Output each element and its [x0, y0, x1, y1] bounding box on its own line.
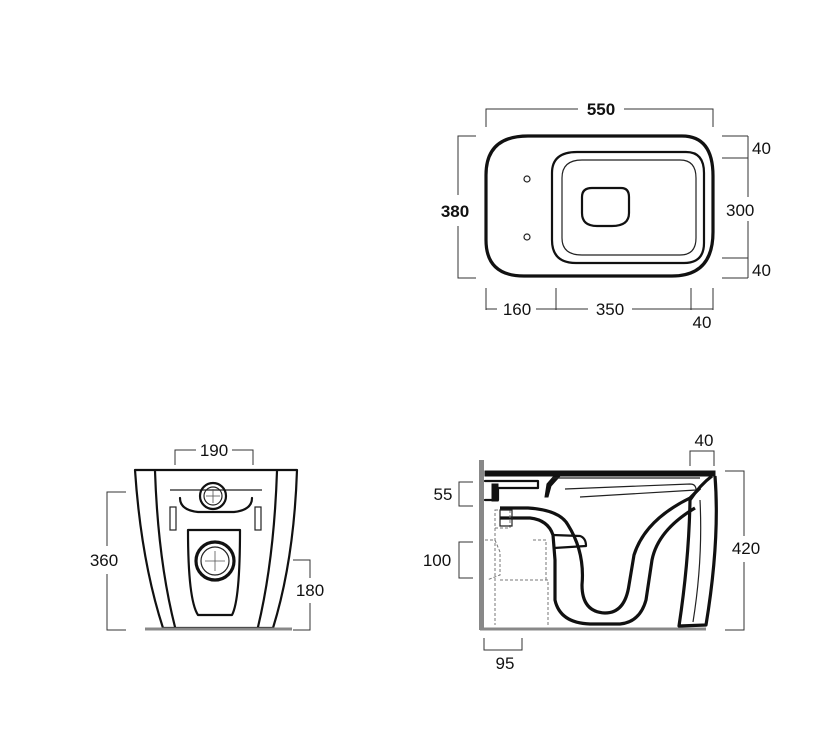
front-view-back-plate: [178, 496, 254, 514]
dim-label-380: 380: [441, 202, 469, 221]
dim-label-360: 360: [90, 551, 118, 570]
side-view-inlet-collar: [491, 483, 499, 502]
dim-label-100: 100: [423, 551, 451, 570]
dim-line-180-lower: [293, 603, 311, 631]
dim-line-420-lower: [725, 562, 745, 631]
side-view-trapway: [500, 486, 702, 615]
dim-line-190: [174, 449, 196, 465]
dim-label-550: 550: [587, 100, 615, 119]
front-view-outlet-inner: [200, 546, 230, 576]
dim-label-40-front: 40: [693, 313, 712, 332]
side-view-trap-inner: [500, 506, 696, 626]
side-view-hidden-outlet: [485, 539, 549, 625]
dim-label-350: 350: [596, 300, 624, 319]
dim-label-side-40: 40: [695, 431, 714, 450]
dim-line-380: [457, 135, 476, 195]
dim-label-40-bottom: 40: [752, 261, 771, 280]
top-view: 550 380 40 300 40 160 350 40: [441, 100, 771, 332]
top-view-fixing-hole-upper: [523, 175, 531, 183]
dim-label-420: 420: [732, 539, 760, 558]
top-view-outline: [484, 134, 715, 278]
dim-line-420: [725, 470, 745, 536]
dim-line-95: [483, 638, 523, 651]
dim-label-95: 95: [496, 654, 515, 673]
front-view-trap: [186, 528, 242, 617]
dim-line-100: [458, 541, 473, 579]
front-view-outer-body: [133, 468, 299, 630]
front-view-inlet-inner: [203, 486, 223, 506]
dim-line-55: [458, 481, 473, 507]
dim-line-180: [293, 559, 311, 578]
side-view-front-wall-inner: [692, 499, 702, 623]
dim-line-550: [485, 108, 578, 127]
dim-label-190: 190: [200, 441, 228, 460]
dim-line-380-lower: [457, 226, 476, 279]
side-view-wall: [479, 460, 484, 630]
dim-line-550-right: [624, 108, 714, 127]
front-view-inlet-outer: [198, 481, 228, 511]
front-view-outlet-outer: [194, 540, 236, 582]
side-view-inlet-mark: [499, 509, 513, 527]
top-view-bowl-outer: [550, 150, 706, 265]
dim-line-side-40: [689, 450, 715, 466]
front-view-right-body-line: [256, 469, 279, 629]
top-view-fixing-hole-lower: [523, 233, 531, 241]
dim-label-160: 160: [503, 300, 531, 319]
top-view-drain: [580, 186, 631, 228]
dim-label-180: 180: [296, 581, 324, 600]
front-view-left-body-line: [153, 469, 177, 629]
top-view-bowl-inner: [561, 159, 697, 256]
dim-line-360: [106, 491, 126, 546]
side-view: 40 55 100 420 95: [423, 431, 760, 673]
side-view-water-seal: [551, 533, 588, 550]
side-view-glaze-line: [564, 483, 697, 498]
front-view: 190 360 180: [90, 441, 324, 631]
dim-label-55: 55: [434, 485, 453, 504]
dim-label-300: 300: [726, 201, 754, 220]
dim-line-190-right: [232, 449, 254, 465]
side-view-front-wall: [677, 474, 718, 628]
dim-line-360-lower: [106, 574, 126, 631]
front-view-right-bracket: [254, 506, 262, 531]
side-view-rim-top: [484, 470, 716, 498]
front-view-left-bracket: [169, 506, 177, 531]
dim-label-40-top: 40: [752, 139, 771, 158]
